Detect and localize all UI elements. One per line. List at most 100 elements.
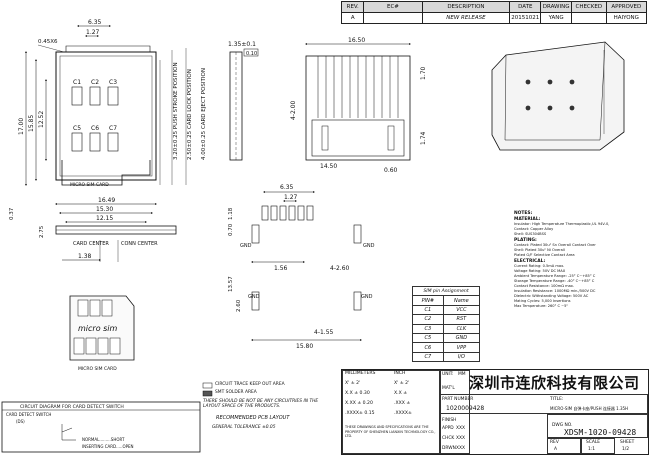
keep-out-label: CIRCUIT TRACE KEEP OUT AREA [215,382,285,387]
dwg-no: XDSM-1020-09428 [564,428,637,437]
check-by: XXX [456,436,466,441]
pin-cell: C3 [412,323,444,334]
matl-label: MAT'L [442,386,455,391]
rev-cell [547,438,581,454]
dim-2-75: 2.75 [39,225,45,238]
title-block: MILLIMETERS INCH X' ± 2' X' ± 2' X.X ± 0… [341,369,649,455]
right-view: 16.50 1.70 4-2.00 1.74 0.60 14.50 [290,37,427,174]
electrical-line: Voltage Rating: 50V DC MAX [514,269,566,273]
gnd-label-4: GND [361,294,373,300]
pcb-legend-footer: RECOMMENDED PCB LAYOUT [216,415,290,421]
material-line: Shell: SUS304BSS [514,232,547,236]
dim-1-70: 1.70 [420,66,427,80]
tol-inch-row: X.X ± [394,391,408,396]
card-center-label: CARD CENTER [73,241,109,247]
mm-header: MILLIMETERS [345,371,376,376]
contact-c6: C6 [91,125,99,132]
dim-0-10: 0.10 [246,51,257,57]
title-label: TITLE: [550,397,564,402]
circuit-diagram: CIRCUIT DIAGRAM FOR CARD DETECT SWITCH C… [1,401,201,453]
notes-block: NOTES: MATERIAL: Insulator: High Tempera… [514,210,648,309]
dim-0-45x6: 0.45X6 [38,39,58,45]
electrical-line: Current Rating: 0.5mA max. [514,264,565,268]
connector-outline [55,51,157,181]
contact-c7: C7 [109,125,117,132]
contact-c3: C3 [109,79,117,86]
pcb-dim-6-35: 6.35 [280,184,294,191]
name-cell: CLK [442,323,481,334]
scale-cell [581,438,615,454]
company-name: 深圳市连欣科技有限公司 [469,374,640,392]
pcb-dim-1-56: 1.56 [274,265,288,272]
material-title: MATERIAL: [514,217,541,222]
unit-value: MM [458,372,466,377]
push-stroke-label: 3.20±0.25 PUSH STROKE POSITION [173,62,179,160]
dim-15-30: 15.30 [96,206,113,213]
dim-1-27: 1.27 [86,29,100,36]
pcb-dim-2-60: 2.60 [236,299,242,312]
approved-cell: HAIYONG [605,12,648,24]
title-block-row [440,394,648,414]
dwg-cell [547,414,648,438]
tol-mm-row: .XXXX± 0.15 [345,411,375,416]
ec-header: EC# [363,1,423,13]
pin-header: PIN# [412,295,444,306]
pcb-dim-4-2-60: 4-2.60 [330,265,350,272]
tol-inch-row: .XXX ± [394,401,411,406]
pin-cell: C5 [412,332,444,344]
property-note: THESE DRAWINGS AND SPECIFICATIONS ARE TH… [345,425,436,438]
gnd-label-2: GND [363,243,375,249]
dim-0-60: 0.60 [384,167,398,174]
pin-cell: C7 [412,351,444,363]
pcb-dim-4-1-55: 4-1.55 [314,329,334,336]
card-eject-label: 4.00±0.25 CARD EJECT POSITION [201,68,207,160]
pcb-layout: 6.35 1.27 1.18 0.70 GND GND GND GND 1.56… [228,184,375,350]
plating-line: Plated G/F Selective Contact Area [514,253,575,257]
card-label: MICRO SIM CARD [70,182,109,188]
tolerance-area [342,370,440,454]
plating-line: Shell: Plated 30u" Ni Overall [514,248,565,252]
electrical-line: Dielectric Withstanding Voltage: 500V AC [514,294,589,298]
title-value: MICRO-SIM 自弹卡座/PUSH 连接器 1.35H [550,406,629,411]
description-cell: NEW RELEASE [421,12,511,24]
pcb-legend [202,382,213,397]
tol-mm-row: X.X ± 0.30 [345,391,370,396]
gnd-label-3: GND [248,294,260,300]
rev-cell: A [340,12,365,24]
unit-label: UNIT: [442,372,454,377]
dim-12-52: 12.52 [38,111,45,128]
appd-label: APPD [442,426,454,431]
pcb-legend-text: CIRCUIT TRACE KEEP OUT AREA SMT SOLDER A… [215,381,339,397]
electrical-line: Storage Temperature Range: -40° C~+85° C [514,279,595,283]
rev-value: A [554,447,558,452]
name-cell: GND [442,332,481,344]
name-header: Name [442,295,481,306]
plating-title: PLATING: [514,238,537,243]
drawing-cell: YANG [540,12,573,24]
name-cell: VCC [442,304,481,316]
rev-label: REV [550,440,559,445]
drwn-by: XXX [456,446,466,451]
sheet-value: 1/2 [622,447,630,452]
tol-inch-row: .XXXX± [394,411,412,416]
top-view: C1 C2 C3 C5 C6 C7 MICRO SIM CARD 6.35 1.… [9,19,207,262]
card-outline [61,160,151,186]
normal-label: NORMAL.........SHORT [82,437,125,442]
date-cell: 20151021 [509,12,542,24]
ec-cell [363,12,423,24]
notes-title: NOTES: [514,211,533,216]
revision-header-row: REV. EC# DESCRIPTION DATE DRAWING CHECKE… [340,1,648,13]
appd-by: XXX [456,426,466,431]
dim-0-37: 0.37 [9,207,15,220]
dim-16-50: 16.50 [348,37,365,44]
tol-mm-row: X' ± 2' [345,381,361,386]
check-label: CHCK [442,436,455,441]
dim-1-74: 1.74 [420,131,427,145]
finish-label: FINISH [442,418,457,423]
revision-row: A NEW RELEASE 20151021 YANG HAIYONG [340,12,648,24]
pin-cell: C1 [412,304,444,316]
